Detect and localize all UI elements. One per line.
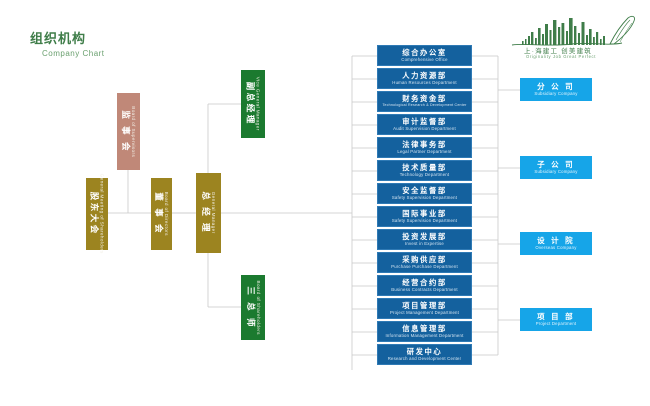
gov-box-general-manager[interactable]: 总 经 理 General Manager — [196, 173, 221, 253]
gov-box-general-manager-en: General Manager — [211, 192, 217, 234]
gov-box-shareholders[interactable]: 股东大会 General Meeting of Shareholders — [86, 174, 108, 254]
logo-text-cn: 上·海建工 创美建筑 — [524, 48, 592, 55]
gov-box-general-manager-cn: 总 经 理 — [201, 191, 212, 235]
dept-box[interactable]: 财务资金部 Technological Research & Developme… — [377, 91, 472, 112]
gov-box-directors[interactable]: 董 事 会 Board of Directors — [151, 178, 172, 250]
dept-box-en: Invest in Expertise — [405, 240, 444, 246]
company-logo: 上·海建工 创美建筑 Originality Job Great Perfect — [510, 14, 642, 64]
dept-box[interactable]: 综合办公室 Comprehensive Office — [377, 45, 472, 66]
dept-box-cn: 投资发展部 — [402, 231, 447, 241]
gov-box-supervisors-cn: 监 事 会 — [121, 110, 132, 153]
dept-box[interactable]: 研发中心 Research and Development Center — [377, 344, 472, 365]
dept-box-cn: 项目管理部 — [402, 300, 447, 310]
dept-box-en: Legal Partner Department — [397, 148, 452, 154]
page-title: 组织机构 Company Chart — [30, 31, 105, 58]
dept-box-en: Purchase Purchase Department — [391, 263, 458, 269]
gov-box-vice-general-manager-cn: 副总经理 — [245, 81, 256, 126]
subsidiary-box-en: Overseas Company — [535, 244, 577, 250]
logo-text-en: Originality Job Great Perfect — [526, 54, 596, 59]
dept-box-en: Safety Supervision Department — [391, 194, 458, 200]
dept-box[interactable]: 采购供应部 Purchase Purchase Department — [377, 252, 472, 273]
dept-box-cn: 财务资金部 — [402, 94, 447, 104]
dept-box-cn: 综合办公室 — [402, 47, 447, 57]
dept-box-en: Business Contracts Department — [391, 286, 458, 292]
dept-box-cn: 技术质量部 — [402, 162, 447, 172]
dept-box[interactable]: 审计监督部 Audit Supervision Department — [377, 114, 472, 135]
dept-box[interactable]: 技术质量部 Technology Department — [377, 160, 472, 181]
dept-box-cn: 审计监督部 — [402, 116, 447, 126]
dept-box-cn: 采购供应部 — [402, 254, 447, 264]
subsidiary-box[interactable]: 设 计 院 Overseas Company — [520, 232, 592, 255]
dept-box[interactable]: 法律事务部 Legal Partner Department — [377, 137, 472, 158]
dept-box-en: Technology Department — [399, 171, 450, 177]
subsidiary-box[interactable]: 子 公 司 Subsidiary Company — [520, 156, 592, 179]
gov-box-three-chief-engineers-en: Board of Shareholders — [255, 280, 261, 335]
subsidiary-box-en: Subsidiary Company — [534, 90, 578, 96]
gov-box-supervisors-en: Board of Supervisors — [131, 106, 137, 157]
dept-box-cn: 人力资源部 — [402, 70, 447, 80]
page-title-en: Company Chart — [42, 48, 105, 58]
subsidiary-box[interactable]: 项 目 部 Project Department — [520, 308, 592, 331]
dept-box-cn: 法律事务部 — [402, 139, 447, 149]
gov-box-three-chief-engineers[interactable]: 三 总 师 Board of Shareholders — [241, 275, 265, 340]
page-title-cn: 组织机构 — [30, 31, 87, 46]
subsidiary-box[interactable]: 分 公 司 Subsidiary Company — [520, 78, 592, 101]
gov-box-directors-en: Board of Directors — [164, 191, 170, 237]
dept-box-en: Technological Research & Development Cen… — [382, 103, 467, 108]
subsidiary-box-cn: 设 计 院 — [537, 235, 575, 245]
dept-box[interactable]: 人力资源部 Human Resources Department — [377, 68, 472, 89]
dept-box[interactable]: 信息管理部 Information Management Department — [377, 321, 472, 342]
dept-box-en: Human Resources Department — [392, 79, 457, 85]
subsidiary-box-cn: 项 目 部 — [537, 311, 575, 321]
dept-box-cn: 国际事业部 — [402, 208, 447, 218]
dept-box-cn: 研发中心 — [406, 346, 443, 356]
dept-box-en: Research and Development Center — [387, 355, 462, 361]
dept-box-en: Safety Supervision Department — [391, 217, 458, 223]
gov-box-three-chief-engineers-cn: 三 总 师 — [245, 286, 256, 329]
gov-box-vice-general-manager-en: Vice General Manager — [255, 77, 261, 131]
gov-box-vice-general-manager[interactable]: 副总经理 Vice General Manager — [241, 70, 265, 138]
dept-box[interactable]: 经营合约部 Business Contracts Department — [377, 275, 472, 296]
dept-box[interactable]: 国际事业部 Safety Supervision Department — [377, 206, 472, 227]
subsidiary-box-en: Project Department — [535, 320, 577, 326]
dept-box-en: Comprehensive Office — [401, 56, 448, 62]
dept-box[interactable]: 项目管理部 Project Management Department — [377, 298, 472, 319]
dept-box-en: Audit Supervision Department — [393, 125, 456, 131]
dept-box-en: Information Management Department — [385, 332, 464, 338]
subsidiary-box-en: Subsidiary Company — [534, 168, 578, 174]
dept-box[interactable]: 投资发展部 Invest in Expertise — [377, 229, 472, 250]
skyline-icon — [511, 15, 635, 46]
gov-box-shareholders-cn: 股东大会 — [89, 191, 100, 236]
dept-box-cn: 经营合约部 — [402, 277, 447, 287]
dept-box-en: Project Management Department — [389, 309, 460, 315]
gov-box-directors-cn: 董 事 会 — [154, 192, 165, 236]
dept-box-cn: 信息管理部 — [402, 323, 447, 333]
gov-box-shareholders-en: General Meeting of Shareholders — [99, 173, 105, 255]
subsidiary-box-cn: 分 公 司 — [537, 81, 575, 91]
dept-box[interactable]: 安全监督部 Safety Supervision Department — [377, 183, 472, 204]
dept-box-cn: 安全监督部 — [402, 185, 447, 195]
gov-box-supervisors[interactable]: 监 事 会 Board of Supervisors — [117, 93, 140, 170]
subsidiary-box-cn: 子 公 司 — [537, 159, 575, 169]
